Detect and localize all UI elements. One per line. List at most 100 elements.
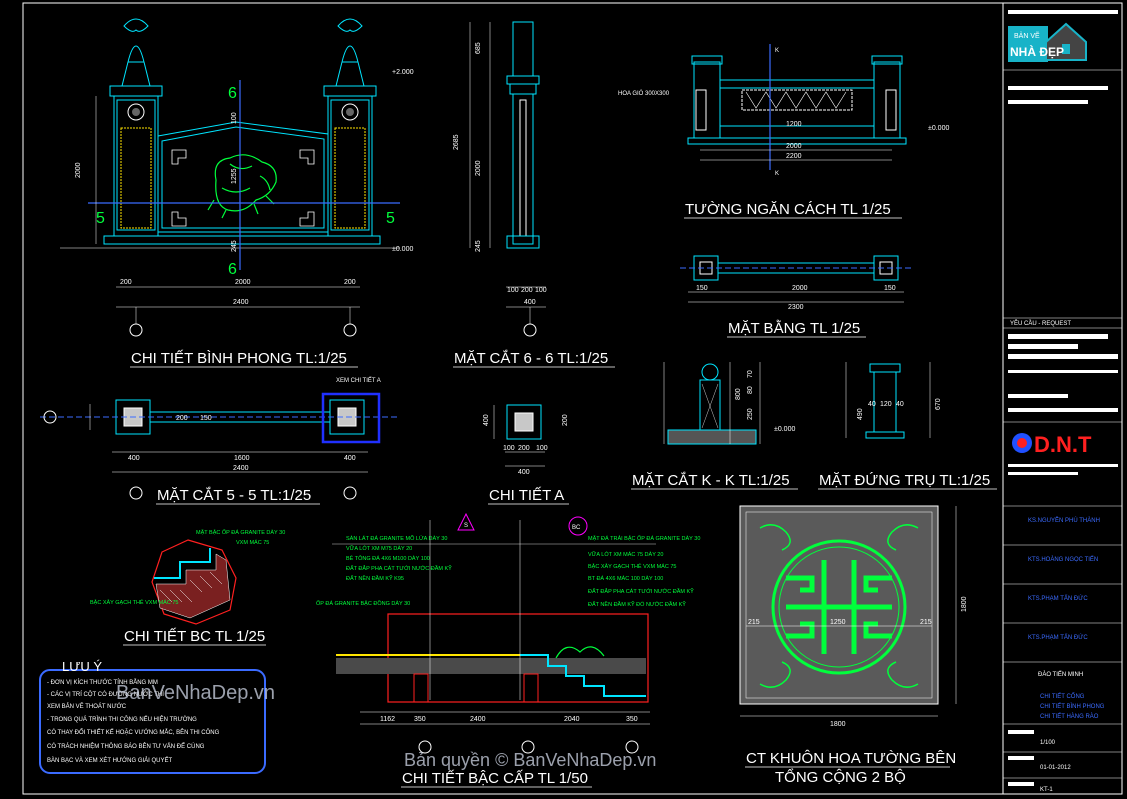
c55-side-2: 150 bbox=[200, 415, 212, 422]
section-k-bottom: K bbox=[775, 171, 779, 177]
c66-total-width: 400 bbox=[524, 299, 536, 306]
title-block bbox=[1003, 69, 1122, 779]
a-bottom-3: 100 bbox=[536, 445, 548, 452]
bac-note-left-1: SÀN LÁT ĐÁ GRANITE MÕ LỬA DÀY 30 bbox=[346, 535, 447, 542]
bac-note-right-4: BT ĐÁ 4X6 MÁC 100 DÀY 100 bbox=[588, 575, 663, 582]
tuong-level: ±0.000 bbox=[928, 125, 949, 132]
bac-dim-4: 2040 bbox=[564, 716, 580, 723]
bp-height-dim: 2000 bbox=[75, 162, 82, 178]
section-mark-5-right: 5 bbox=[386, 210, 395, 227]
bc-note-2: VXM MÁC 75 bbox=[236, 539, 269, 546]
luu-y-box bbox=[39, 669, 266, 774]
corner-ornament-icon bbox=[171, 149, 315, 227]
bp-level-base: ±0.000 bbox=[392, 246, 413, 253]
binh-phong-title: CHI TIẾT BÌNH PHONG TL:1/25 bbox=[131, 350, 347, 367]
detail-a-callout bbox=[321, 392, 381, 444]
luu-y-line-7: BÀN BẠC VÀ XEM XÉT HƯỚNG GIẢI QUYẾT bbox=[47, 757, 173, 764]
xem-chi-tiet-a: XEM CHI TIẾT A bbox=[336, 377, 381, 384]
bp-bottom-dim-1: 200 bbox=[120, 279, 132, 286]
khuon-height: 1800 bbox=[961, 596, 968, 612]
luu-y-line-2: - CÁC VỊ TRÍ CỘT CÓ ĐƯỜNG NƯỚC THÌ bbox=[47, 691, 164, 698]
luu-y-line-5: CÓ THAY ĐỔI THIẾT KẾ HOẶC VƯỚNG MẮC, BÊN… bbox=[47, 728, 220, 736]
c66-part-dim-2: 2000 bbox=[475, 160, 482, 176]
kk-level: ±0.000 bbox=[774, 426, 795, 433]
tru-dim-5: 670 bbox=[935, 398, 942, 410]
brand-logo bbox=[1008, 22, 1087, 62]
mb-part-2: 2000 bbox=[792, 285, 808, 292]
date: 01-01-2012 bbox=[1040, 765, 1071, 771]
detail-bc bbox=[151, 539, 237, 625]
khuon-hoa-title-2: TỔNG CỘNG 2 BỘ bbox=[775, 768, 906, 786]
bac-note-right-2: VỮA LÓT XM MÁC 75 DÀY 20 bbox=[588, 551, 663, 558]
section-k-k-title: MẶT CẮT K - K TL:1/25 bbox=[632, 471, 790, 489]
luu-y-title: LƯU Ý bbox=[62, 659, 102, 674]
bac-dim-2: 350 bbox=[414, 716, 426, 723]
binh-phong-elevation bbox=[60, 18, 400, 337]
drawing-border bbox=[22, 2, 1123, 795]
bc-note-3: BẬC XÂY GẠCH THẺ VXM MÁC 75 bbox=[90, 599, 178, 606]
author: ĐÀO TIẾN MINH bbox=[1038, 671, 1083, 678]
bp-mid-dim-3: 245 bbox=[231, 240, 238, 252]
chi-tiet-a-title: CHI TIẾT A bbox=[489, 487, 564, 504]
section-6-6 bbox=[469, 21, 546, 337]
bp-bottom-dim-3: 200 bbox=[344, 279, 356, 286]
sheet-code: KT-1 bbox=[1040, 787, 1053, 793]
c66-part-dim-1: 685 bbox=[475, 42, 482, 54]
bac-note-right-6: ĐẤT NỀN ĐẦM KỸ ĐỔ NƯỚC ĐẦM KỸ bbox=[588, 601, 686, 608]
watermark-bottom: Bản quyền © BanVeNhaDep.vn bbox=[404, 750, 656, 770]
c66-bottom-dim-2: 200 bbox=[521, 287, 533, 294]
bp-total-dim: 2400 bbox=[233, 299, 249, 306]
brand-top: BẢN VẼ bbox=[1014, 31, 1040, 40]
right-finial-icon bbox=[335, 18, 365, 87]
luu-y-line-4: - TRONG QUÁ TRÌNH THI CÔNG NẾU HIỆN TRƯỜ… bbox=[47, 715, 197, 723]
bac-note-left-2: VỮA LÓT XM M75 DÀY 20 bbox=[346, 545, 412, 552]
bp-mid-dim-1: 100 bbox=[231, 112, 238, 124]
bp-bottom-dim-2: 2000 bbox=[235, 279, 251, 286]
detail-a bbox=[493, 404, 545, 467]
steps-section bbox=[332, 512, 656, 754]
kk-dim-1: 800 bbox=[735, 388, 742, 400]
bp-level-top: +2.000 bbox=[392, 69, 414, 76]
a-total: 400 bbox=[518, 469, 530, 476]
bc-title: CHI TIẾT BC TL 1/25 bbox=[124, 628, 265, 645]
c55-dim-1: 400 bbox=[128, 455, 140, 462]
bac-dim-5: 350 bbox=[626, 716, 638, 723]
tru-dim-4: 490 bbox=[857, 408, 864, 420]
brand-main: NHÀ ĐẸP bbox=[1010, 44, 1064, 59]
section-mark-6-top: 6 bbox=[228, 85, 237, 102]
left-finial-icon bbox=[121, 18, 151, 87]
bc-note-1: MẶT BẬC ỐP ĐÁ GRANITE DÀY 30 bbox=[196, 529, 285, 536]
a-bottom-2: 200 bbox=[518, 445, 530, 452]
bac-dim-3: 2400 bbox=[470, 716, 486, 723]
corner-dragon-icon bbox=[759, 524, 919, 688]
c66-bottom-dim-1: 100 bbox=[507, 287, 519, 294]
hoa-gio-label: HOA GIÓ 300X300 bbox=[618, 90, 670, 97]
tru-dim-3: 40 bbox=[896, 401, 904, 408]
bac-note-right-1: MẶT ĐÁ TRẢI BẬC ỐP ĐÁ GRANITE DÀY 30 bbox=[588, 535, 700, 542]
company-name: D.N.T bbox=[1034, 432, 1092, 457]
person-1: KS.NGUYỄN PHÚ THÀNH bbox=[1028, 517, 1100, 524]
section-k-top: K bbox=[775, 48, 779, 54]
c55-dim-3: 400 bbox=[344, 455, 356, 462]
item-1: CHI TIẾT CỔNG bbox=[1040, 693, 1085, 700]
person-3: KTS.PHẠM TẤN ĐỨC bbox=[1028, 595, 1088, 602]
tuong-dim-2: 2000 bbox=[786, 143, 802, 150]
khuon-inner-2: 1250 bbox=[830, 619, 846, 626]
kk-dim-2: 250 bbox=[747, 408, 754, 420]
section-bc-mark: BC bbox=[572, 525, 581, 531]
bp-mid-dim-2: 1255 bbox=[231, 168, 238, 184]
luu-y-line-6: CÓ TRÁCH NHIỆM THÔNG BÁO BÊN TƯ VẤN ĐỂ C… bbox=[47, 742, 205, 750]
luu-y-line-1: - ĐƠN VỊ KÍCH THƯỚC TÍNH BẰNG MM bbox=[47, 678, 158, 686]
watermark-left: BanVeNhaDep.vn bbox=[116, 682, 275, 704]
mb-part-3: 150 bbox=[884, 285, 896, 292]
dung-tru-title: MẶT ĐỨNG TRỤ TL:1/25 bbox=[819, 472, 990, 489]
screen-wall bbox=[157, 121, 329, 233]
khuon-inner-3: 215 bbox=[920, 619, 932, 626]
pillar-elevation bbox=[845, 362, 931, 439]
khuon-width: 1800 bbox=[830, 721, 846, 728]
person-2: KTS.HOÀNG NGỌC TIẾN bbox=[1028, 556, 1098, 563]
bac-note-right-3: BẬC XÂY GẠCH THẺ VXM MÁC 75 bbox=[588, 563, 676, 570]
c55-dim-2: 1600 bbox=[234, 455, 250, 462]
section-5-5-title: MẶT CẮT 5 - 5 TL:1/25 bbox=[157, 486, 311, 504]
bac-note-left-6: ỐP ĐÁ GRANITE BẬC ĐỒNG DÀY 30 bbox=[316, 600, 410, 607]
